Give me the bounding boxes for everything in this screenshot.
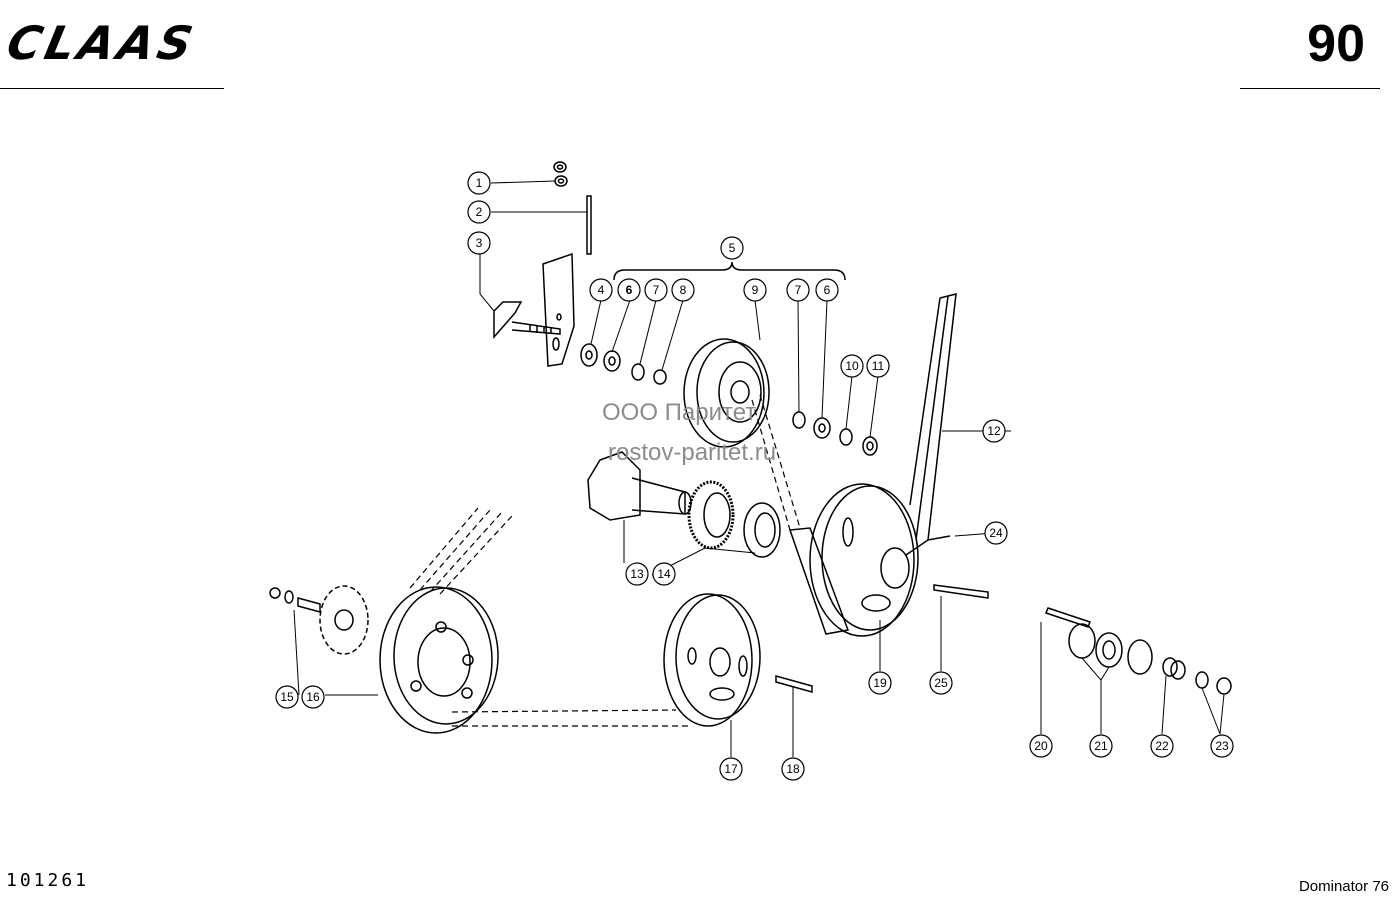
svg-text:8: 8: [680, 283, 687, 297]
header-rule-left: [0, 88, 224, 89]
svg-text:13: 13: [630, 567, 644, 581]
svg-text:2: 2: [476, 205, 483, 219]
callout: 25: [929, 671, 953, 695]
part-bracket: [542, 252, 575, 367]
callout: 11: [866, 354, 890, 378]
part-ring-7b: [792, 411, 806, 429]
part-bolt-18: [775, 675, 813, 693]
part-flange-15: [269, 585, 369, 655]
callout: 20: [1029, 734, 1053, 758]
svg-text:19: 19: [873, 676, 887, 690]
part-pulley-16: [379, 586, 499, 734]
callout: 1: [467, 171, 491, 195]
part-ring-7: [631, 363, 645, 381]
watermark-url: rostov-paritet.ru: [608, 439, 776, 466]
callout: 6: [815, 278, 839, 302]
callout: 3: [467, 231, 491, 255]
svg-text:21: 21: [1094, 739, 1108, 753]
svg-text:7: 7: [795, 283, 802, 297]
svg-text:18: 18: [786, 762, 800, 776]
callout: 5: [720, 236, 744, 260]
part-t-bolt: [493, 301, 561, 339]
part-pulley-19: [788, 483, 919, 637]
svg-text:6: 6: [824, 283, 831, 297]
svg-text:3: 3: [476, 236, 483, 250]
callout: 17: [719, 757, 743, 781]
svg-text:7: 7: [653, 283, 660, 297]
callout: 19: [868, 671, 892, 695]
document-number: 101261: [6, 870, 90, 891]
callouts: 1 2 3 4 6 7 8 9 5 7 6 10 11 12 24 13 14 …: [275, 171, 1234, 781]
group-brace-5: [613, 261, 846, 281]
part-nut-top: [553, 161, 568, 187]
part-bearing-4: [580, 343, 598, 367]
part-pin-24: [927, 535, 951, 541]
svg-text:12: 12: [987, 424, 1001, 438]
callout: 22: [1150, 734, 1174, 758]
callout: 4: [589, 278, 613, 302]
callout: 7: [786, 278, 810, 302]
part-pin-20: [1045, 607, 1091, 628]
callout: 21: [1089, 734, 1113, 758]
part-bushing-22: [1162, 657, 1186, 680]
part-washers-21: [1068, 623, 1153, 675]
svg-text:11: 11: [872, 359, 885, 373]
part-disc-14: [687, 480, 781, 558]
part-pulley-17: [663, 593, 761, 727]
callout: 12: [982, 419, 1006, 443]
part-nut-11: [862, 436, 878, 456]
page-number: 90: [1307, 15, 1365, 73]
callout: 24: [984, 521, 1008, 545]
callout: 7: [644, 278, 668, 302]
callout: 18: [781, 757, 805, 781]
svg-text:20: 20: [1034, 739, 1048, 753]
svg-text:6: 6: [626, 283, 633, 297]
part-washer-10: [839, 428, 853, 446]
part-nut-6b: [813, 417, 831, 439]
callout: 9: [743, 278, 767, 302]
callout: 8: [671, 278, 695, 302]
header-rule-right: [1240, 88, 1380, 89]
callout: 10: [840, 354, 864, 378]
svg-text:17: 17: [724, 762, 738, 776]
svg-text:15: 15: [280, 690, 294, 704]
svg-text:10: 10: [845, 359, 859, 373]
svg-text:9: 9: [752, 283, 759, 297]
svg-text:24: 24: [989, 526, 1003, 540]
callout: 15: [275, 685, 299, 709]
leader-lines: [293, 180, 1225, 757]
svg-text:1: 1: [476, 176, 483, 190]
part-washer-8: [653, 369, 667, 385]
svg-text:22: 22: [1155, 739, 1169, 753]
part-nuts-23: [1195, 671, 1232, 695]
callout: 16: [301, 685, 325, 709]
model-name: Dominator 76: [1298, 878, 1389, 895]
callout: 2: [467, 200, 491, 224]
svg-text:16: 16: [306, 690, 320, 704]
part-bolt-25: [933, 584, 989, 599]
svg-text:4: 4: [598, 283, 605, 297]
callout: 13: [625, 562, 649, 586]
watermark-company: ООО Паритет: [602, 399, 756, 426]
svg-text:14: 14: [657, 567, 671, 581]
part-pulley-9: [683, 338, 770, 448]
part-rod: [586, 195, 592, 255]
svg-text:5: 5: [729, 241, 736, 255]
callout: 6: [617, 278, 641, 302]
part-nut-6: [603, 350, 621, 372]
part-belt-12: [905, 293, 957, 556]
svg-text:23: 23: [1215, 739, 1229, 753]
belt-routes: [409, 394, 801, 727]
svg-text:25: 25: [934, 676, 948, 690]
callout: 23: [1210, 734, 1234, 758]
callout: 14: [652, 562, 676, 586]
